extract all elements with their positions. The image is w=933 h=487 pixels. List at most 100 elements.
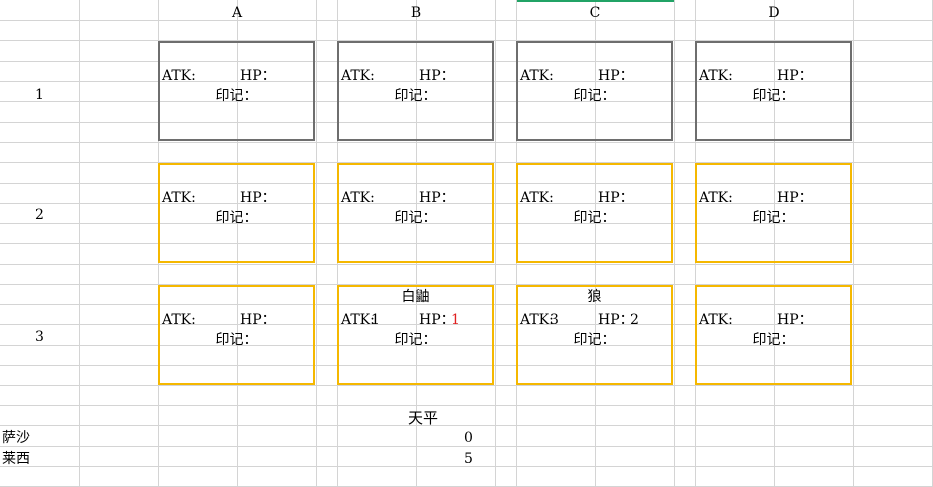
grid-line-horizontal	[0, 345, 933, 346]
grid-line-horizontal	[0, 243, 933, 244]
column-header-b[interactable]: B	[410, 5, 422, 21]
card-slot-1b[interactable]: ATK: HP： 印记：	[337, 41, 494, 141]
hp-label: HP：	[240, 312, 276, 328]
card-slot-1c[interactable]: ATK: HP： 印记：	[516, 41, 673, 141]
row-header-3[interactable]: 3	[35, 329, 44, 345]
hp-label: HP：	[240, 190, 276, 206]
card-stats: ATK: HP：	[520, 66, 672, 86]
atk-label: ATK:	[520, 312, 554, 328]
hp-label: HP：	[777, 312, 813, 328]
hp-label: HP：	[777, 190, 813, 206]
hp-label: HP：	[419, 68, 455, 84]
player-score-sasha[interactable]: 0	[464, 430, 473, 446]
card-slot-2d[interactable]: ATK: HP： 印记：	[695, 163, 852, 263]
hp-label: HP：	[598, 312, 634, 328]
card-slot-2a[interactable]: ATK: HP： 印记：	[158, 163, 315, 263]
card-slot-2b[interactable]: ATK: HP： 印记：	[337, 163, 494, 263]
hp-label: HP：	[240, 68, 276, 84]
grid-line-horizontal	[0, 385, 933, 386]
row-header-1[interactable]: 1	[35, 87, 44, 103]
atk-label: ATK:	[341, 312, 375, 328]
sigil-label: 印记：	[752, 210, 795, 226]
grid-line-horizontal	[0, 122, 933, 123]
card-stats: ATK: HP：	[341, 188, 493, 208]
card-stats: ATK: HP：	[162, 310, 314, 330]
balance-title: 天平	[407, 409, 438, 427]
grid-line-horizontal	[0, 183, 933, 184]
atk-label: ATK:	[699, 68, 733, 84]
card-name: 狼	[587, 289, 602, 305]
hp-value: 2	[630, 312, 639, 328]
column-header-d[interactable]: D	[768, 5, 780, 21]
sigil-label: 印记：	[394, 210, 437, 226]
card-stats: ATK:3 HP：2	[520, 310, 672, 330]
sigil-label: 印记：	[573, 210, 616, 226]
atk-label: ATK:	[699, 190, 733, 206]
hp-label: HP：	[777, 68, 813, 84]
card-slot-1d[interactable]: ATK: HP： 印记：	[695, 41, 852, 141]
card-stats: ATK: HP：	[520, 188, 672, 208]
sigil-label: 印记：	[752, 332, 795, 348]
card-stats: ATK: HP：	[162, 188, 314, 208]
grid-line-horizontal	[0, 425, 933, 426]
grid-line-horizontal	[0, 223, 933, 224]
column-header-a[interactable]: A	[231, 5, 243, 21]
hp-label: HP：	[419, 312, 455, 328]
hp-label: HP：	[598, 190, 634, 206]
atk-label: ATK:	[341, 68, 375, 84]
atk-label: ATK:	[341, 190, 375, 206]
sigil-label: 印记：	[215, 210, 258, 226]
card-slot-3c[interactable]: 狼 ATK:3 HP：2 印记：	[516, 285, 673, 385]
player-name-sasha[interactable]: 萨沙	[2, 430, 30, 446]
card-slot-2c[interactable]: ATK: HP： 印记：	[516, 163, 673, 263]
card-slot-3a[interactable]: ATK: HP： 印记：	[158, 285, 315, 385]
player-name-laixi[interactable]: 莱西	[2, 451, 30, 467]
sigil-label: 印记：	[215, 88, 258, 104]
grid-line-horizontal	[0, 365, 933, 366]
hp-label: HP：	[419, 190, 455, 206]
grid-line-horizontal	[0, 446, 933, 447]
hp-label: HP：	[598, 68, 634, 84]
grid-line-horizontal	[0, 264, 933, 265]
card-name: 白鼬	[401, 289, 430, 305]
grid-line-horizontal	[0, 101, 933, 102]
sigil-label: 印记：	[573, 332, 616, 348]
sigil-label: 印记：	[573, 88, 616, 104]
grid-line-horizontal	[0, 81, 933, 82]
grid-line-horizontal	[0, 304, 933, 305]
atk-label: ATK:	[520, 190, 554, 206]
atk-label: ATK:	[162, 68, 196, 84]
card-slot-1a[interactable]: ATK: HP： 印记：	[158, 41, 315, 141]
card-stats: ATK: HP：	[699, 66, 851, 86]
card-stats: ATK: HP：	[162, 66, 314, 86]
row-header-2[interactable]: 2	[35, 207, 44, 223]
sigil-label: 印记：	[752, 88, 795, 104]
atk-label: ATK:	[162, 190, 196, 206]
atk-label: ATK:	[520, 68, 554, 84]
grid-line-horizontal	[0, 162, 933, 163]
active-column-marker	[517, 0, 674, 2]
column-header-c[interactable]: C	[589, 5, 601, 21]
atk-label: ATK:	[162, 312, 196, 328]
grid-line-horizontal	[0, 203, 933, 204]
grid-line-horizontal	[0, 324, 933, 325]
atk-value: 3	[550, 312, 559, 328]
player-score-laixi[interactable]: 5	[464, 451, 473, 467]
atk-label: ATK:	[699, 312, 733, 328]
sigil-label: 印记：	[394, 332, 437, 348]
card-stats: ATK: HP：	[699, 310, 851, 330]
grid-line-horizontal	[0, 466, 933, 467]
sigil-label: 印记：	[215, 332, 258, 348]
grid-line-horizontal	[0, 142, 933, 143]
grid-line-horizontal	[0, 61, 933, 62]
atk-value: 1	[371, 312, 380, 328]
card-slot-3d[interactable]: ATK: HP： 印记：	[695, 285, 852, 385]
sigil-label: 印记：	[394, 88, 437, 104]
card-stats: ATK: HP：	[699, 188, 851, 208]
grid-line-horizontal	[0, 405, 933, 406]
grid-line-horizontal	[0, 40, 933, 41]
grid-line-horizontal	[0, 284, 933, 285]
